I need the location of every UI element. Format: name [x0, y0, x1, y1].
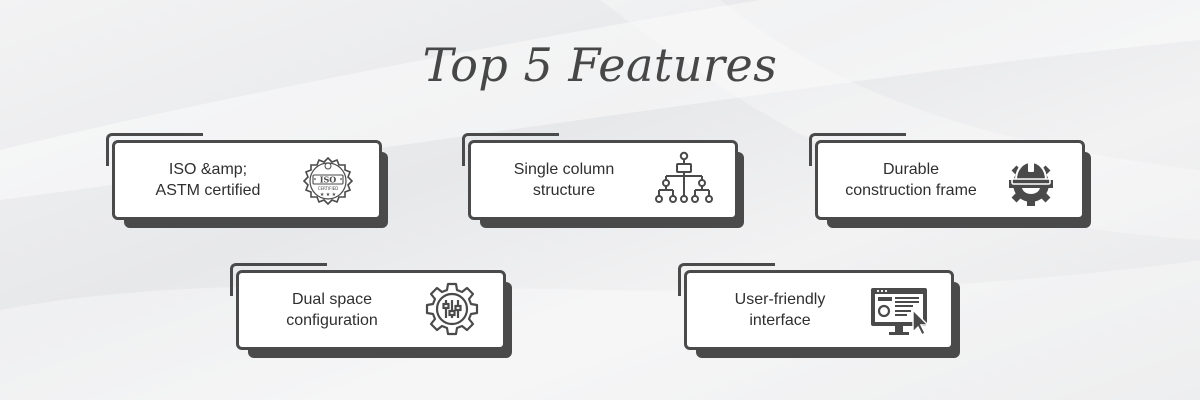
feature-label-line2: ASTM certified — [155, 182, 261, 199]
card-face: Dual space configuration — [236, 270, 506, 350]
card-face: ISO &amp; ASTM certified ISO CERTIFIED ★… — [112, 140, 382, 220]
page-title: Top 5 Features — [422, 38, 778, 92]
feature-label: Dual space configuration — [247, 273, 417, 347]
feature-card-dual-space: Dual space configuration — [230, 263, 512, 358]
feature-label-line2: configuration — [286, 312, 378, 329]
card-face: User-friendly interface — [684, 270, 954, 350]
hardhat-gear-icon — [1009, 160, 1053, 206]
feature-card-iso-astm: ISO &amp; ASTM certified ISO CERTIFIED ★… — [106, 133, 388, 228]
card-tab-accent — [462, 133, 559, 166]
feature-label: User-friendly interface — [695, 273, 865, 347]
feature-label: ISO &amp; ASTM certified — [123, 143, 293, 217]
feature-label-line2: structure — [532, 182, 596, 199]
feature-card-durable-frame: Durable construction frame — [809, 133, 1091, 228]
card-face: Single column structure — [468, 140, 738, 220]
hierarchy-tree-icon — [655, 151, 713, 203]
feature-card-user-friendly: User-friendly interface — [678, 263, 960, 358]
svg-text:★ ★ ★: ★ ★ ★ — [320, 192, 337, 198]
feature-label-line2: construction frame — [845, 182, 977, 199]
feature-label: Single column structure — [479, 143, 649, 217]
card-tab-accent — [678, 263, 775, 296]
feature-label-line1: Durable — [882, 161, 940, 178]
feature-label-line1: Single column — [513, 161, 615, 178]
feature-card-single-column: Single column structure — [462, 133, 744, 228]
feature-label-line1: ISO &amp; — [168, 161, 248, 178]
feature-label-line1: User-friendly — [734, 291, 826, 308]
seal-text-top: ISO — [320, 175, 337, 185]
card-tab-accent — [230, 263, 327, 296]
card-tab-accent — [106, 133, 203, 166]
gear-sliders-icon — [425, 282, 479, 336]
monitor-cursor-icon — [871, 288, 930, 337]
seal-text-bottom: CERTIFIED — [318, 186, 339, 191]
card-face: Durable construction frame — [815, 140, 1085, 220]
card-tab-accent — [809, 133, 906, 166]
iso-certified-seal-icon: ISO CERTIFIED ★ ★ ★ — [302, 156, 354, 206]
feature-label-line2: interface — [749, 312, 811, 329]
feature-label-line1: Dual space — [291, 291, 373, 308]
feature-label: Durable construction frame — [826, 143, 996, 217]
